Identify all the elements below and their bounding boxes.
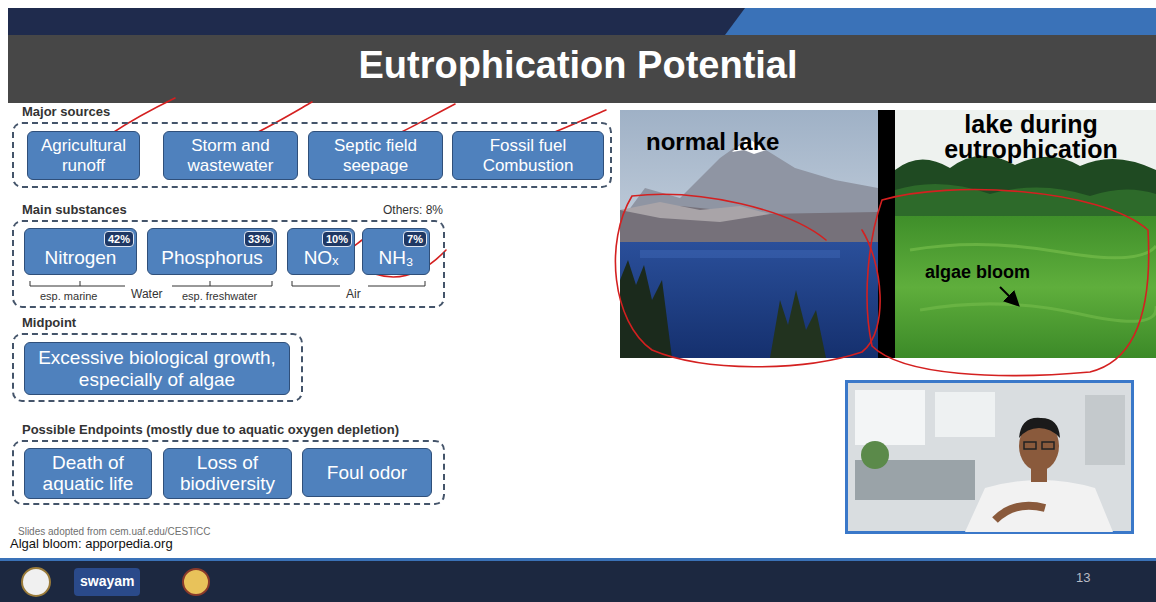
photo-divider xyxy=(878,110,895,358)
text-label: Slides adopted from cem.uaf.edu/CESTiCC xyxy=(18,526,211,538)
percent-badge: 7% xyxy=(403,231,427,247)
top-strip xyxy=(8,8,1156,35)
text-label: Others: 8% xyxy=(383,204,443,218)
process-box: Agricultural runoff xyxy=(27,131,140,180)
process-box: Storm and wastewater xyxy=(163,131,298,180)
normal-lake-scene xyxy=(620,110,878,358)
process-box: Fossil fuel Combustion xyxy=(452,131,604,180)
slide-title: Eutrophication Potential xyxy=(0,44,1156,87)
process-box: Nitrogen42% xyxy=(24,228,137,275)
pointer-arrow xyxy=(1000,287,1017,304)
text-label: swayam xyxy=(80,573,134,589)
percent-badge: 42% xyxy=(104,231,134,247)
text-label: esp. marine xyxy=(40,290,97,303)
percent-badge: 10% xyxy=(322,231,352,247)
text-label: Air xyxy=(346,288,361,302)
group-frame: Major sourcesAgricultural runoffStorm an… xyxy=(12,122,612,188)
institute-logo xyxy=(22,568,50,596)
swayam-logo xyxy=(74,568,140,596)
box-label: Septic field seepage xyxy=(313,136,438,174)
eutrophic-lake-scene xyxy=(895,110,1156,358)
text-label: lake during eutrophication xyxy=(912,112,1150,162)
process-box: Phosphorus33% xyxy=(147,228,277,275)
process-box: Excessive biological growth, especially … xyxy=(24,342,290,395)
text-label: algae bloom xyxy=(925,262,1030,283)
text-label: 13 xyxy=(1076,571,1090,586)
percent-badge: 33% xyxy=(244,231,274,247)
box-label: Foul odor xyxy=(327,462,407,483)
process-box: Septic field seepage xyxy=(308,131,443,180)
process-box: NOₓ10% xyxy=(287,228,355,275)
box-label: Agricultural runoff xyxy=(32,136,135,174)
process-box: NH₃7% xyxy=(362,228,430,275)
group-heading: Major sources xyxy=(22,104,110,119)
text-label: Water xyxy=(131,288,163,302)
box-label: Storm and wastewater xyxy=(168,136,293,174)
process-box: Loss of biodiversity xyxy=(163,448,292,499)
partner-logo xyxy=(183,569,209,595)
text-label: esp. freshwater xyxy=(182,290,257,303)
text-label: normal lake xyxy=(646,128,779,156)
group-heading: Midpoint xyxy=(22,315,76,330)
process-box: Death of aquatic life xyxy=(24,448,152,499)
webcam-inset xyxy=(845,380,1135,535)
footer-bar xyxy=(0,558,1156,602)
process-box: Foul odor xyxy=(302,448,432,497)
box-label: Fossil fuel Combustion xyxy=(457,136,599,174)
box-label: Loss of biodiversity xyxy=(168,452,287,495)
box-label: Death of aquatic life xyxy=(29,452,147,495)
group-frame: MidpointExcessive biological growth, esp… xyxy=(12,333,303,402)
group-heading: Main substances xyxy=(22,202,127,217)
text-label: Algal bloom: apporpedia.org xyxy=(10,537,173,552)
top-strip-accent xyxy=(725,8,1156,35)
box-label: Excessive biological growth, especially … xyxy=(29,347,285,390)
group-frame: Possible Endpoints (mostly due to aquati… xyxy=(12,440,445,505)
group-heading: Possible Endpoints (mostly due to aquati… xyxy=(22,422,399,437)
